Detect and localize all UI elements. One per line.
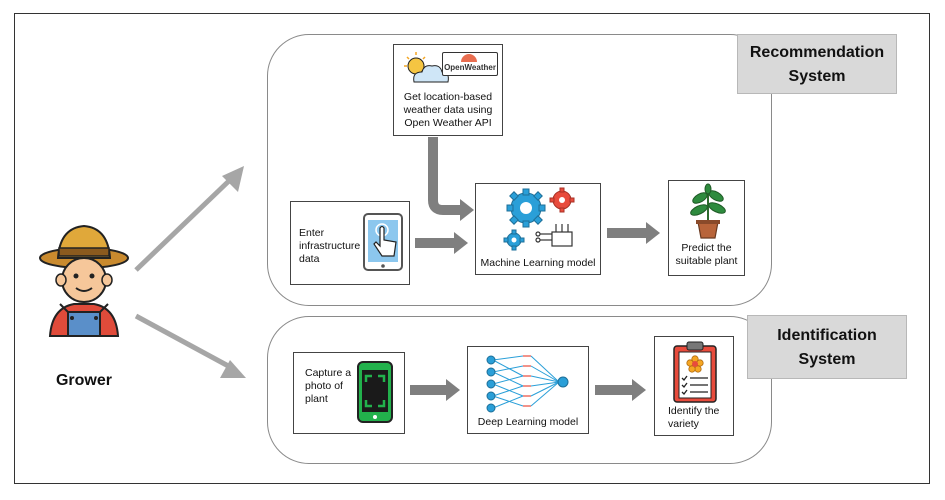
diagram-frame [14, 13, 930, 484]
capture-photo-text-line1: Capture a [305, 367, 352, 379]
potted-plant-icon [690, 183, 726, 239]
plant-prediction-text: Predict the suitable plant [668, 242, 745, 268]
variety-text: Identify the variety [668, 405, 738, 431]
openweather-logo-text: OpenWeather [444, 63, 496, 72]
grower-label: Grower [55, 372, 112, 389]
weather-text-line2: weather data using [403, 104, 493, 116]
capture-photo-text-line3: plant [305, 393, 328, 405]
phone-camera-icon [357, 361, 393, 423]
tablet-touch-icon [363, 213, 403, 271]
openweather-sun-icon [461, 54, 477, 62]
weather-text-line3: Open Weather API [404, 117, 492, 129]
capture-photo-text-line2: photo of [305, 380, 343, 392]
infrastructure-text-line2: infrastructure [299, 240, 361, 252]
grower-icon [39, 224, 129, 337]
ml-model-label: Machine Learning model [480, 257, 596, 269]
weather-text: Get location-based weather data using Op… [398, 91, 498, 130]
weather-text-line1: Get location-based [403, 91, 493, 103]
infrastructure-text-line3: data [299, 253, 320, 265]
plant-prediction-text-line2: suitable plant [675, 255, 738, 267]
identification-title-line2: System [798, 351, 856, 368]
infrastructure-text-line1: Enter [299, 227, 325, 239]
infrastructure-text: Enter infrastructure data [299, 227, 369, 266]
recommendation-title-line2: System [788, 68, 846, 85]
clipboard-flower-icon [673, 341, 717, 403]
gears-icon [503, 187, 575, 251]
dl-model-label: Deep Learning model [477, 416, 579, 428]
weather-icon [404, 52, 449, 83]
identification-title: Identification System [747, 315, 907, 379]
neural-network-icon [486, 355, 569, 413]
variety-text-line2: variety [668, 418, 699, 430]
openweather-logo: OpenWeather [442, 52, 498, 76]
variety-text-line1: Identify the [668, 405, 720, 417]
plant-prediction-text-line1: Predict the [681, 242, 732, 254]
recommendation-title-line1: Recommendation [749, 44, 885, 61]
capture-photo-text: Capture a photo of plant [305, 367, 365, 406]
recommendation-title: Recommendation System [737, 34, 897, 94]
identification-title-line1: Identification [777, 327, 877, 344]
